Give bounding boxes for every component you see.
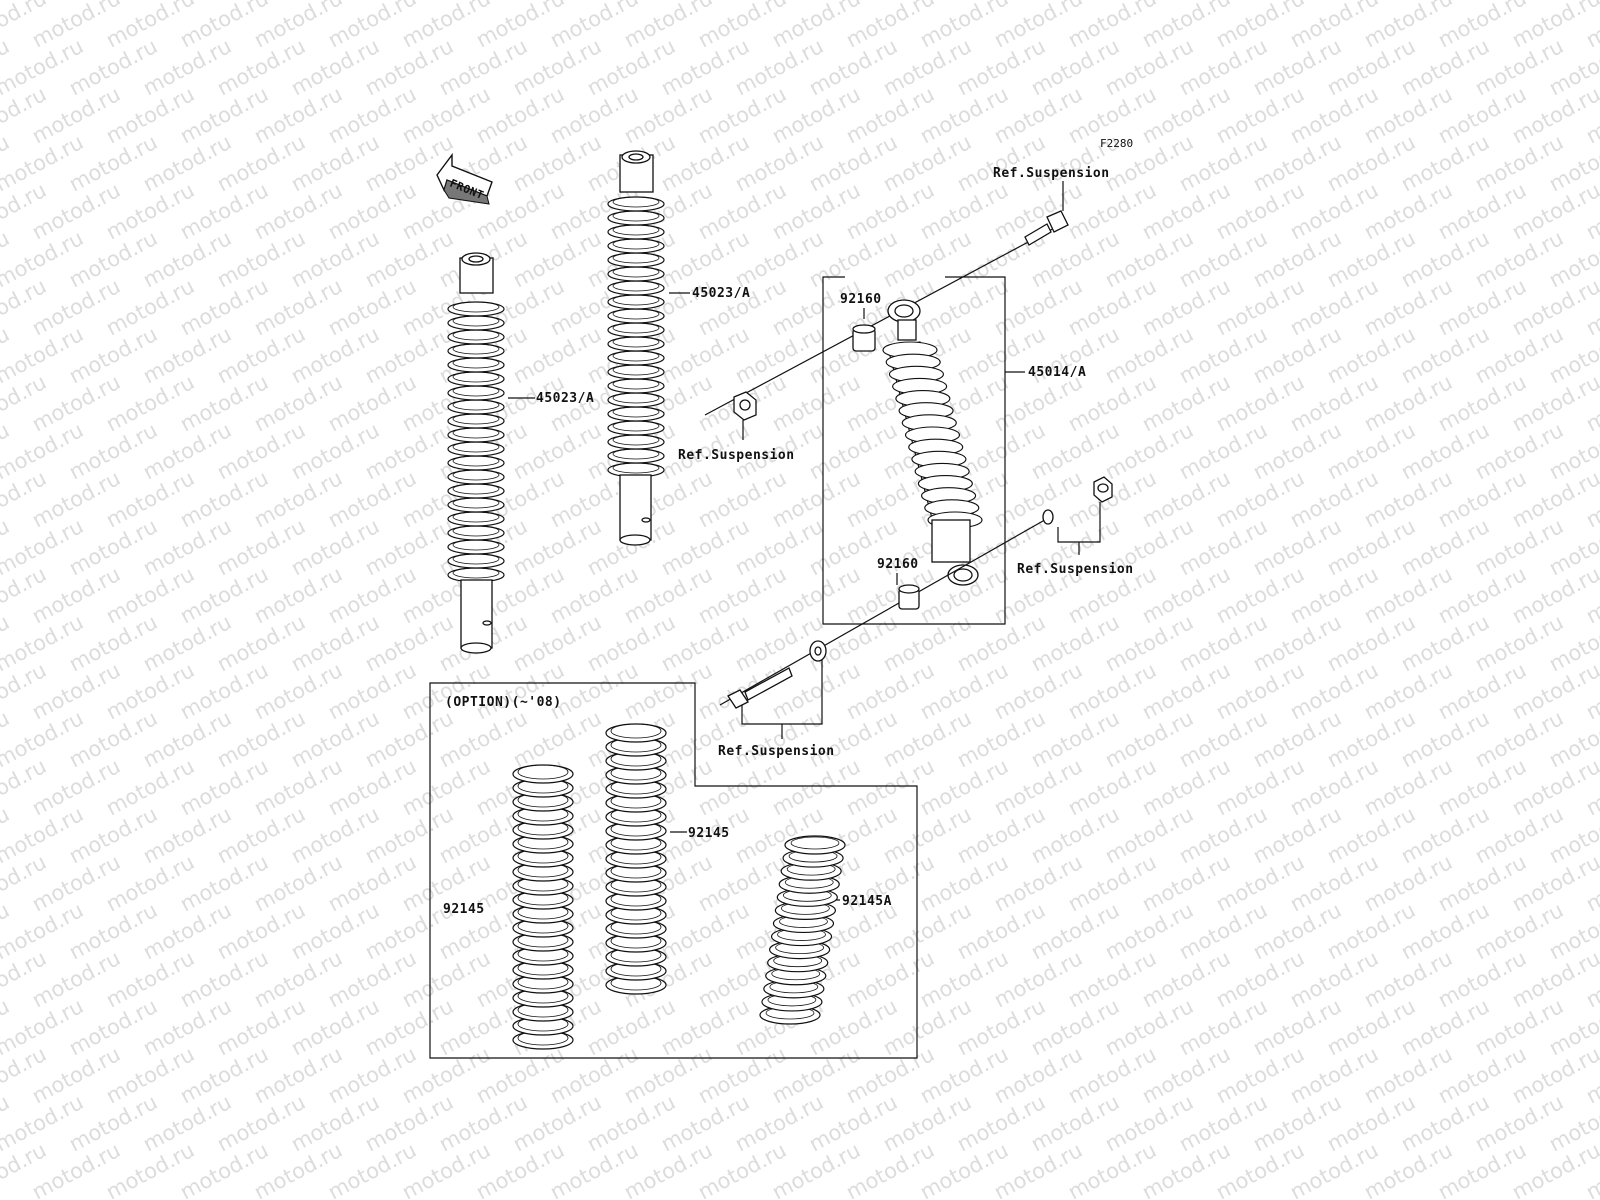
diagram-code: F2280 [1100, 137, 1133, 150]
ref-suspension-right: Ref.Suspension [1017, 562, 1134, 577]
assembly-bracket [822, 276, 1025, 625]
lower-axis [719, 476, 1113, 709]
shock-absorber-45014 [882, 299, 983, 586]
nut-left [733, 391, 757, 440]
part-label-92145A: 92145A [842, 894, 892, 909]
spring-92145-left [512, 764, 574, 1050]
part-label-45023-right: 45023/A [692, 286, 750, 301]
bushing-92160-top [852, 308, 876, 352]
part-label-92160-top: 92160 [840, 292, 882, 307]
upper-bolt [704, 181, 1069, 416]
front-arrow-icon: FRONT [436, 152, 493, 205]
part-label-45023-left: 45023/A [536, 391, 594, 406]
part-label-92145-mid: 92145 [688, 826, 730, 841]
spring-92145-mid [605, 723, 667, 995]
ref-suspension-nut: Ref.Suspension [678, 448, 795, 463]
spring-92145A [759, 835, 846, 1025]
ref-suspension-top: Ref.Suspension [993, 166, 1110, 181]
part-label-92145-left: 92145 [443, 902, 485, 917]
shock-absorber-right [607, 150, 665, 546]
shock-absorber-left [447, 252, 505, 654]
ref-suspension-bottom: Ref.Suspension [718, 744, 835, 759]
part-label-45014: 45014/A [1028, 365, 1086, 380]
part-label-92160-bottom: 92160 [877, 557, 919, 572]
option-label: (OPTION)(~'08) [445, 695, 562, 710]
option-box [429, 682, 918, 1059]
